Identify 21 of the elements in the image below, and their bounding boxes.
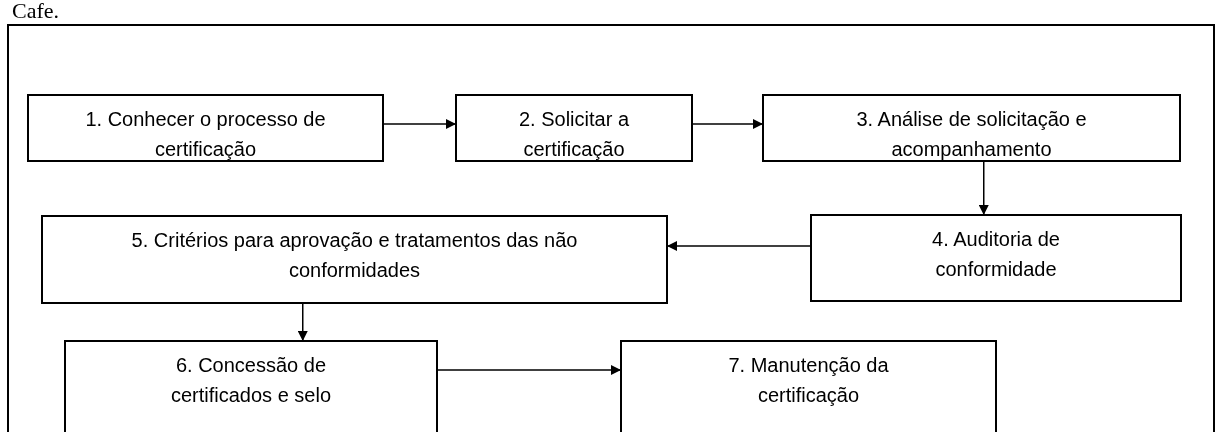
arrow	[297, 303, 308, 341]
step-text: 3. Análise de solicitação e acompanhamento	[855, 107, 1088, 162]
step-text: 6. Concessão de certificados e selo	[169, 353, 333, 408]
arrow	[383, 119, 456, 129]
step-text: 5. Critérios para aprovação e tratamentos das não conformidades	[130, 228, 579, 283]
process-box	[620, 340, 997, 432]
arrow	[437, 365, 621, 375]
step-text: 1. Conhecer o processo de certificação	[84, 107, 327, 162]
process-box	[810, 214, 1182, 302]
arrow	[692, 119, 763, 129]
process-box	[762, 94, 1181, 162]
step-text: 4. Auditoria de conformidade	[931, 227, 1061, 282]
process-box	[27, 94, 384, 162]
arrow	[667, 241, 811, 251]
process-box	[455, 94, 693, 162]
step-text: 7. Manutenção da certificação	[727, 353, 890, 408]
heading-text: Cafe.	[12, 0, 60, 24]
process-box	[41, 215, 668, 304]
step-text: 2. Solicitar a certificação	[517, 107, 631, 162]
process-box	[64, 340, 438, 432]
arrow	[978, 161, 989, 215]
